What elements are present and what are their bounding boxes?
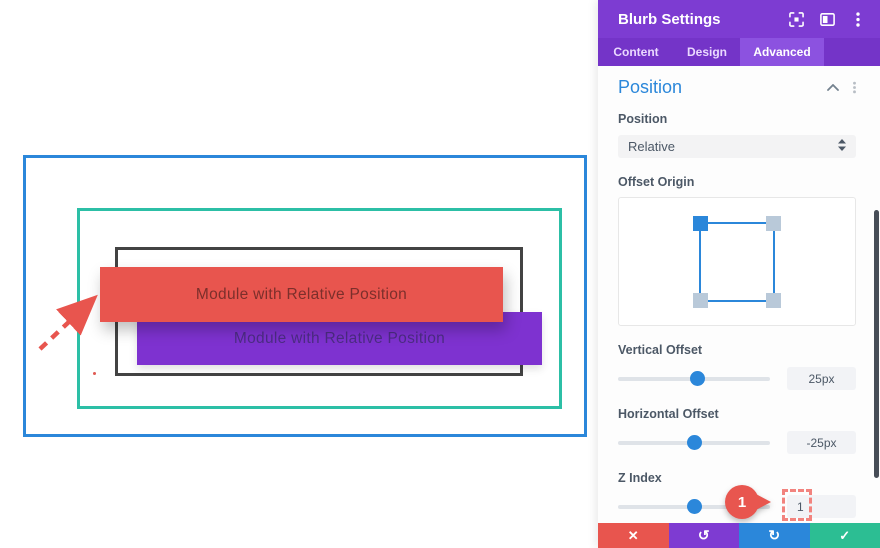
position-field-label: Position (618, 112, 668, 126)
tab-advanced[interactable]: Advanced (740, 38, 824, 66)
position-select-value: Relative (628, 139, 675, 154)
offset-origin-label: Offset Origin (618, 175, 695, 189)
vertical-offset-value[interactable]: 25px (787, 367, 856, 390)
vertical-offset-thumb[interactable] (690, 371, 706, 386)
vertical-offset-label: Vertical Offset (618, 343, 703, 357)
page-canvas: Module with Relative Position Module wit… (23, 155, 587, 437)
undo-button[interactable]: ↺ (668, 523, 739, 548)
position-select[interactable]: Relative (618, 135, 856, 158)
z-index-thumb[interactable] (687, 499, 702, 514)
offset-origin-square (693, 215, 781, 308)
module-red-label: Module with Relative Position (195, 285, 408, 303)
tab-design[interactable]: Design (686, 45, 727, 59)
z-index-highlight-box (782, 489, 812, 521)
horizontal-offset-label: Horizontal Offset (618, 407, 719, 421)
module-purple-label: Module with Relative Position (233, 329, 446, 347)
origin-handle-top-right[interactable] (766, 215, 781, 231)
panel-header: Blurb Settings (598, 0, 880, 38)
z-index-label: Z Index (618, 471, 662, 485)
section-frame-blue (23, 155, 587, 437)
annotation-dot (93, 372, 96, 375)
origin-handle-bottom-left[interactable] (693, 292, 708, 308)
annotation-arrow-icon (38, 294, 98, 351)
blurb-settings-panel: Blurb Settings (598, 0, 880, 548)
position-section-title: Position (618, 77, 683, 97)
tab-content[interactable]: Content (613, 45, 659, 59)
module-red[interactable]: Module with Relative Position (100, 267, 503, 322)
z-index-value[interactable]: 1 (787, 495, 856, 518)
z-index-slider[interactable] (618, 495, 770, 518)
save-button[interactable]: ✓ (809, 523, 880, 548)
panel-footer: ✕ ↺ ↻ ✓ (598, 523, 880, 548)
collapse-chevron-up-icon[interactable] (827, 84, 839, 91)
redo-button[interactable]: ↻ (739, 523, 810, 548)
panel-body: Position Position Relative (598, 66, 880, 523)
horizontal-offset-row: -25px (618, 431, 856, 454)
step-1-badge: 1 (725, 485, 771, 519)
settings-tabbar: Content Design Advanced (598, 38, 880, 66)
panel-layout-icon[interactable] (819, 11, 835, 27)
origin-handle-top-left[interactable] (693, 215, 708, 231)
section-kebab-icon[interactable] (853, 81, 856, 94)
vertical-offset-slider[interactable] (618, 367, 770, 390)
panel-kebab-icon[interactable] (850, 11, 866, 27)
vertical-offset-row: 25px (618, 367, 856, 390)
undo-icon: ↺ (697, 527, 710, 543)
redo-icon: ↻ (768, 527, 781, 543)
preview-scan-icon[interactable] (788, 11, 804, 27)
position-section-header[interactable]: Position (618, 77, 856, 98)
origin-handle-bottom-right[interactable] (766, 292, 781, 308)
select-stepper-icon (838, 139, 846, 154)
panel-scrollbar[interactable] (874, 210, 879, 478)
z-index-row: 1 1 (618, 485, 856, 521)
panel-title: Blurb Settings (618, 10, 721, 28)
check-icon: ✓ (839, 527, 851, 543)
horizontal-offset-thumb[interactable] (687, 435, 702, 450)
badge-number: 1 (725, 485, 759, 519)
offset-origin-picker (618, 197, 856, 326)
discard-button[interactable]: ✕ (598, 523, 669, 548)
horizontal-offset-slider[interactable] (618, 431, 770, 454)
horizontal-offset-value[interactable]: -25px (787, 431, 856, 454)
close-icon: ✕ (627, 527, 639, 543)
